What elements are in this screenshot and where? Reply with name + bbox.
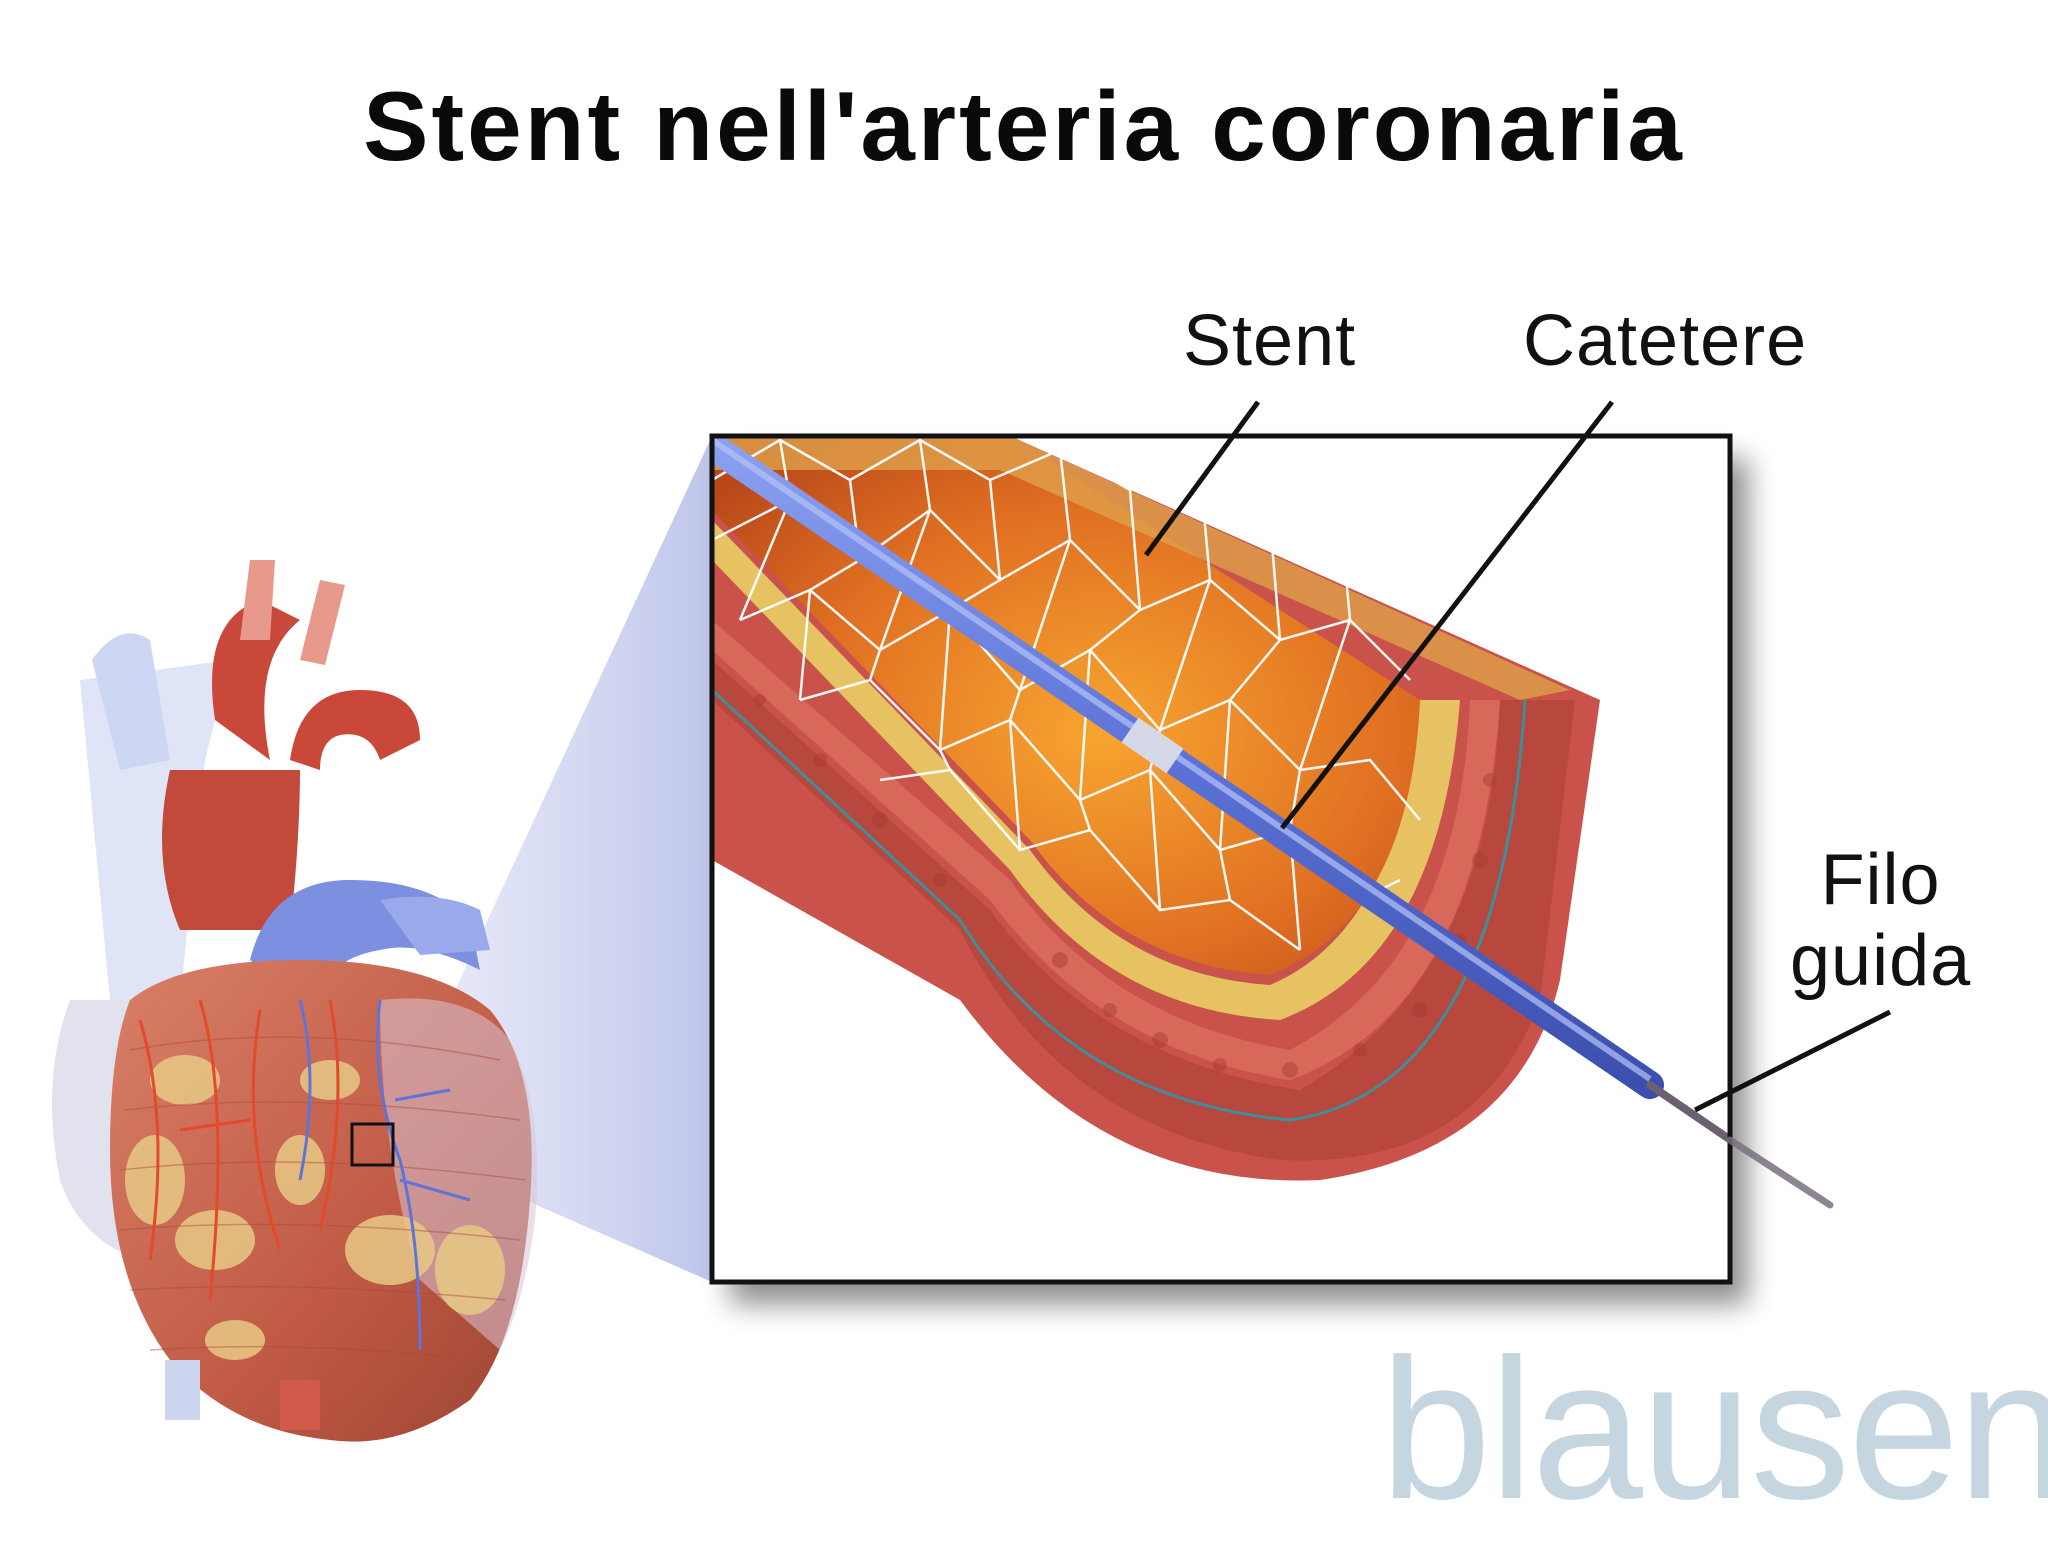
catetere-leader-line	[1280, 400, 1614, 830]
label-catetere: Catetere	[1523, 301, 1808, 381]
zoom-marker-box	[350, 1122, 395, 1167]
blausen-logo: blausen	[1380, 1318, 2048, 1541]
stent-leader-line	[1143, 400, 1261, 557]
filo-guida-leader-line	[1693, 1009, 1892, 1113]
heart-illustration	[52, 560, 538, 1442]
label-filo-guida: Filo guida	[1790, 840, 1971, 1001]
label-stent: Stent	[1183, 301, 1357, 381]
label-filo-line2: guida	[1790, 920, 1972, 1001]
page-title: Stent nell'arteria coronaria	[363, 71, 1685, 181]
artery-cross-section	[712, 436, 1730, 1181]
guide-wire	[1646, 1081, 1730, 1145]
label-filo-line1: Filo	[1820, 840, 1941, 920]
catheter-body	[712, 436, 1664, 1099]
